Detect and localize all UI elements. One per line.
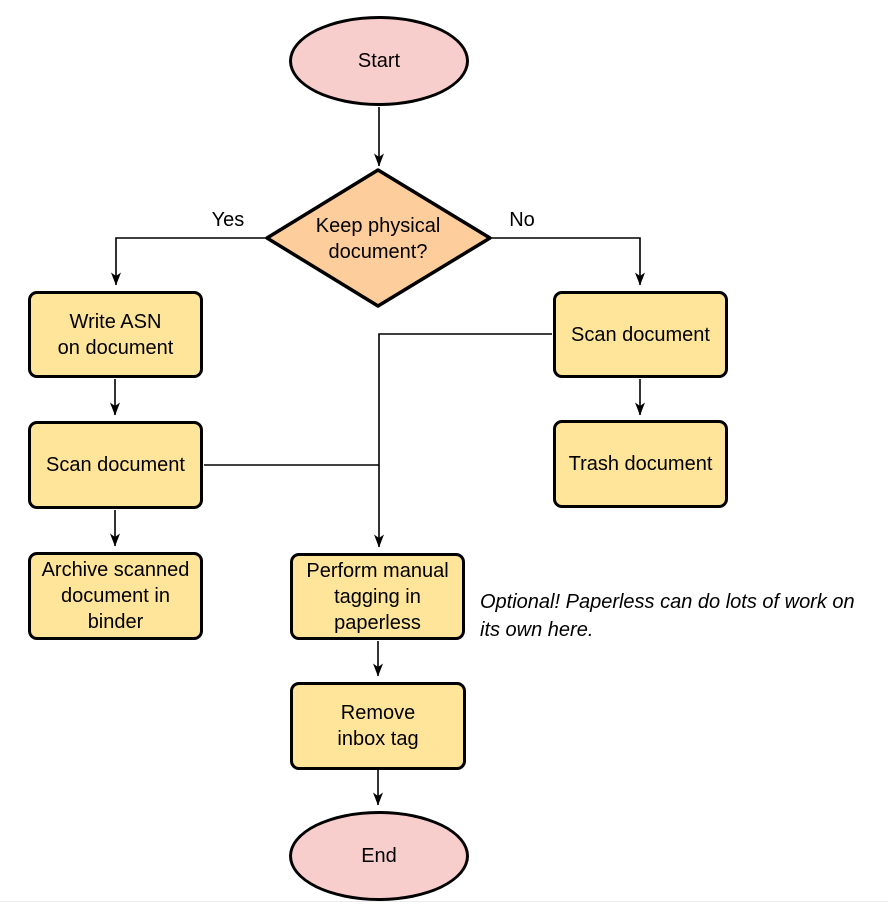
node-scan-document-right-label: Scan document <box>571 323 710 346</box>
node-scan-document-left: Scan document <box>28 421 203 509</box>
node-start-label: Start <box>357 50 401 72</box>
node-scan-document-right: Scan document <box>553 291 728 378</box>
node-archive-binder-label: Archive scanned document in binder <box>41 559 190 633</box>
connector-decision-no-to-scan-right <box>490 237 645 286</box>
connector-decision-yes-to-write-asn <box>111 237 267 286</box>
node-scan-document-left-label: Scan document <box>46 454 185 476</box>
node-write-asn-label: Write ASN on document <box>57 310 174 359</box>
connector-scan-right-to-tagging <box>374 333 552 548</box>
node-end-label: End <box>361 845 397 867</box>
node-write-asn: Write ASN on document <box>28 291 203 378</box>
node-start: Start <box>289 16 469 106</box>
decision-diamond-shape <box>265 168 492 308</box>
annotation-optional-note: Optional! Paperless can do lots of work … <box>480 591 855 641</box>
edge-label-yes: Yes <box>211 209 245 231</box>
node-remove-inbox-tag-label: Remove inbox tag <box>337 702 419 750</box>
node-manual-tagging: Perform manual tagging in paperless <box>290 553 465 640</box>
node-remove-inbox-tag: Remove inbox tag <box>290 682 466 770</box>
node-trash-document: Trash document <box>553 420 728 508</box>
node-manual-tagging-label: Perform manual tagging in paperless <box>306 559 449 634</box>
page-divider-line <box>0 901 888 902</box>
node-end: End <box>289 811 469 901</box>
node-trash-document-label: Trash document <box>568 453 713 475</box>
edge-label-no: No <box>509 209 535 231</box>
node-decision-keep-physical-label: Keep physical document? <box>315 215 441 263</box>
node-archive-binder: Archive scanned document in binder <box>28 552 203 640</box>
